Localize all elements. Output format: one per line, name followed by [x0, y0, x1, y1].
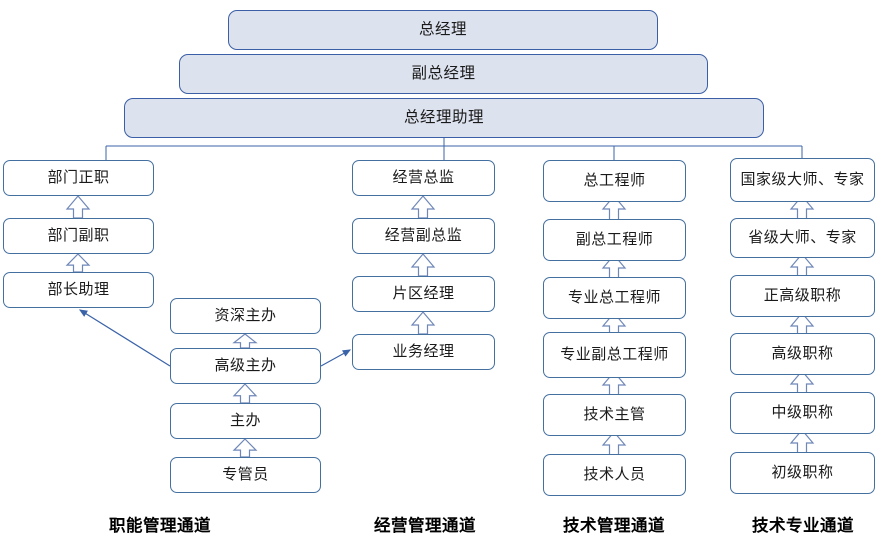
senior-officer-to-dept-assistant: [78, 309, 171, 367]
role-box-c4-4[interactable]: 高级职称: [730, 333, 875, 375]
promotion-arrow: [232, 438, 258, 458]
pyramid-box-1[interactable]: 总经理: [228, 10, 658, 50]
role-box-c1-4[interactable]: 资深主办: [170, 298, 321, 334]
promotion-arrow: [65, 253, 91, 273]
role-box-c3-4[interactable]: 专业副总工程师: [543, 332, 686, 378]
promotion-arrow: [232, 383, 258, 404]
senior-officer-to-business-manager: [320, 349, 352, 367]
role-box-c1-6[interactable]: 主办: [170, 403, 321, 439]
role-box-c1-7[interactable]: 专管员: [170, 457, 321, 493]
promotion-arrow: [410, 253, 436, 277]
promotion-arrow: [65, 195, 91, 219]
channel-caption-4: 技术专业通道: [752, 516, 854, 535]
role-box-c1-1[interactable]: 部门正职: [3, 160, 154, 196]
role-box-c3-2[interactable]: 副总工程师: [543, 219, 686, 261]
role-box-c1-3[interactable]: 部长助理: [3, 272, 154, 308]
role-box-c2-2[interactable]: 经营副总监: [352, 218, 495, 254]
promotion-arrow: [410, 195, 436, 219]
role-box-c3-3[interactable]: 专业总工程师: [543, 277, 686, 319]
role-box-c3-6[interactable]: 技术人员: [543, 454, 686, 496]
role-box-c4-3[interactable]: 正高级职称: [730, 275, 875, 317]
role-box-c2-4[interactable]: 业务经理: [352, 334, 495, 370]
channel-caption-1: 职能管理通道: [109, 516, 211, 535]
role-box-c2-3[interactable]: 片区经理: [352, 276, 495, 312]
role-box-c2-1[interactable]: 经营总监: [352, 160, 495, 196]
role-box-c3-5[interactable]: 技术主管: [543, 394, 686, 436]
pyramid-box-3[interactable]: 总经理助理: [124, 98, 764, 138]
promotion-arrow: [410, 311, 436, 335]
role-box-c1-5[interactable]: 高级主办: [170, 348, 321, 384]
role-box-c4-2[interactable]: 省级大师、专家: [730, 218, 875, 258]
promotion-arrow: [232, 333, 258, 349]
role-box-c1-2[interactable]: 部门副职: [3, 218, 154, 254]
role-box-c4-6[interactable]: 初级职称: [730, 452, 875, 494]
role-box-c4-1[interactable]: 国家级大师、专家: [730, 158, 875, 202]
role-box-c3-1[interactable]: 总工程师: [543, 160, 686, 202]
role-box-c4-5[interactable]: 中级职称: [730, 392, 875, 434]
channel-caption-3: 技术管理通道: [563, 516, 665, 535]
pyramid-box-2[interactable]: 副总经理: [179, 54, 708, 94]
channel-caption-2: 经营管理通道: [374, 516, 476, 535]
